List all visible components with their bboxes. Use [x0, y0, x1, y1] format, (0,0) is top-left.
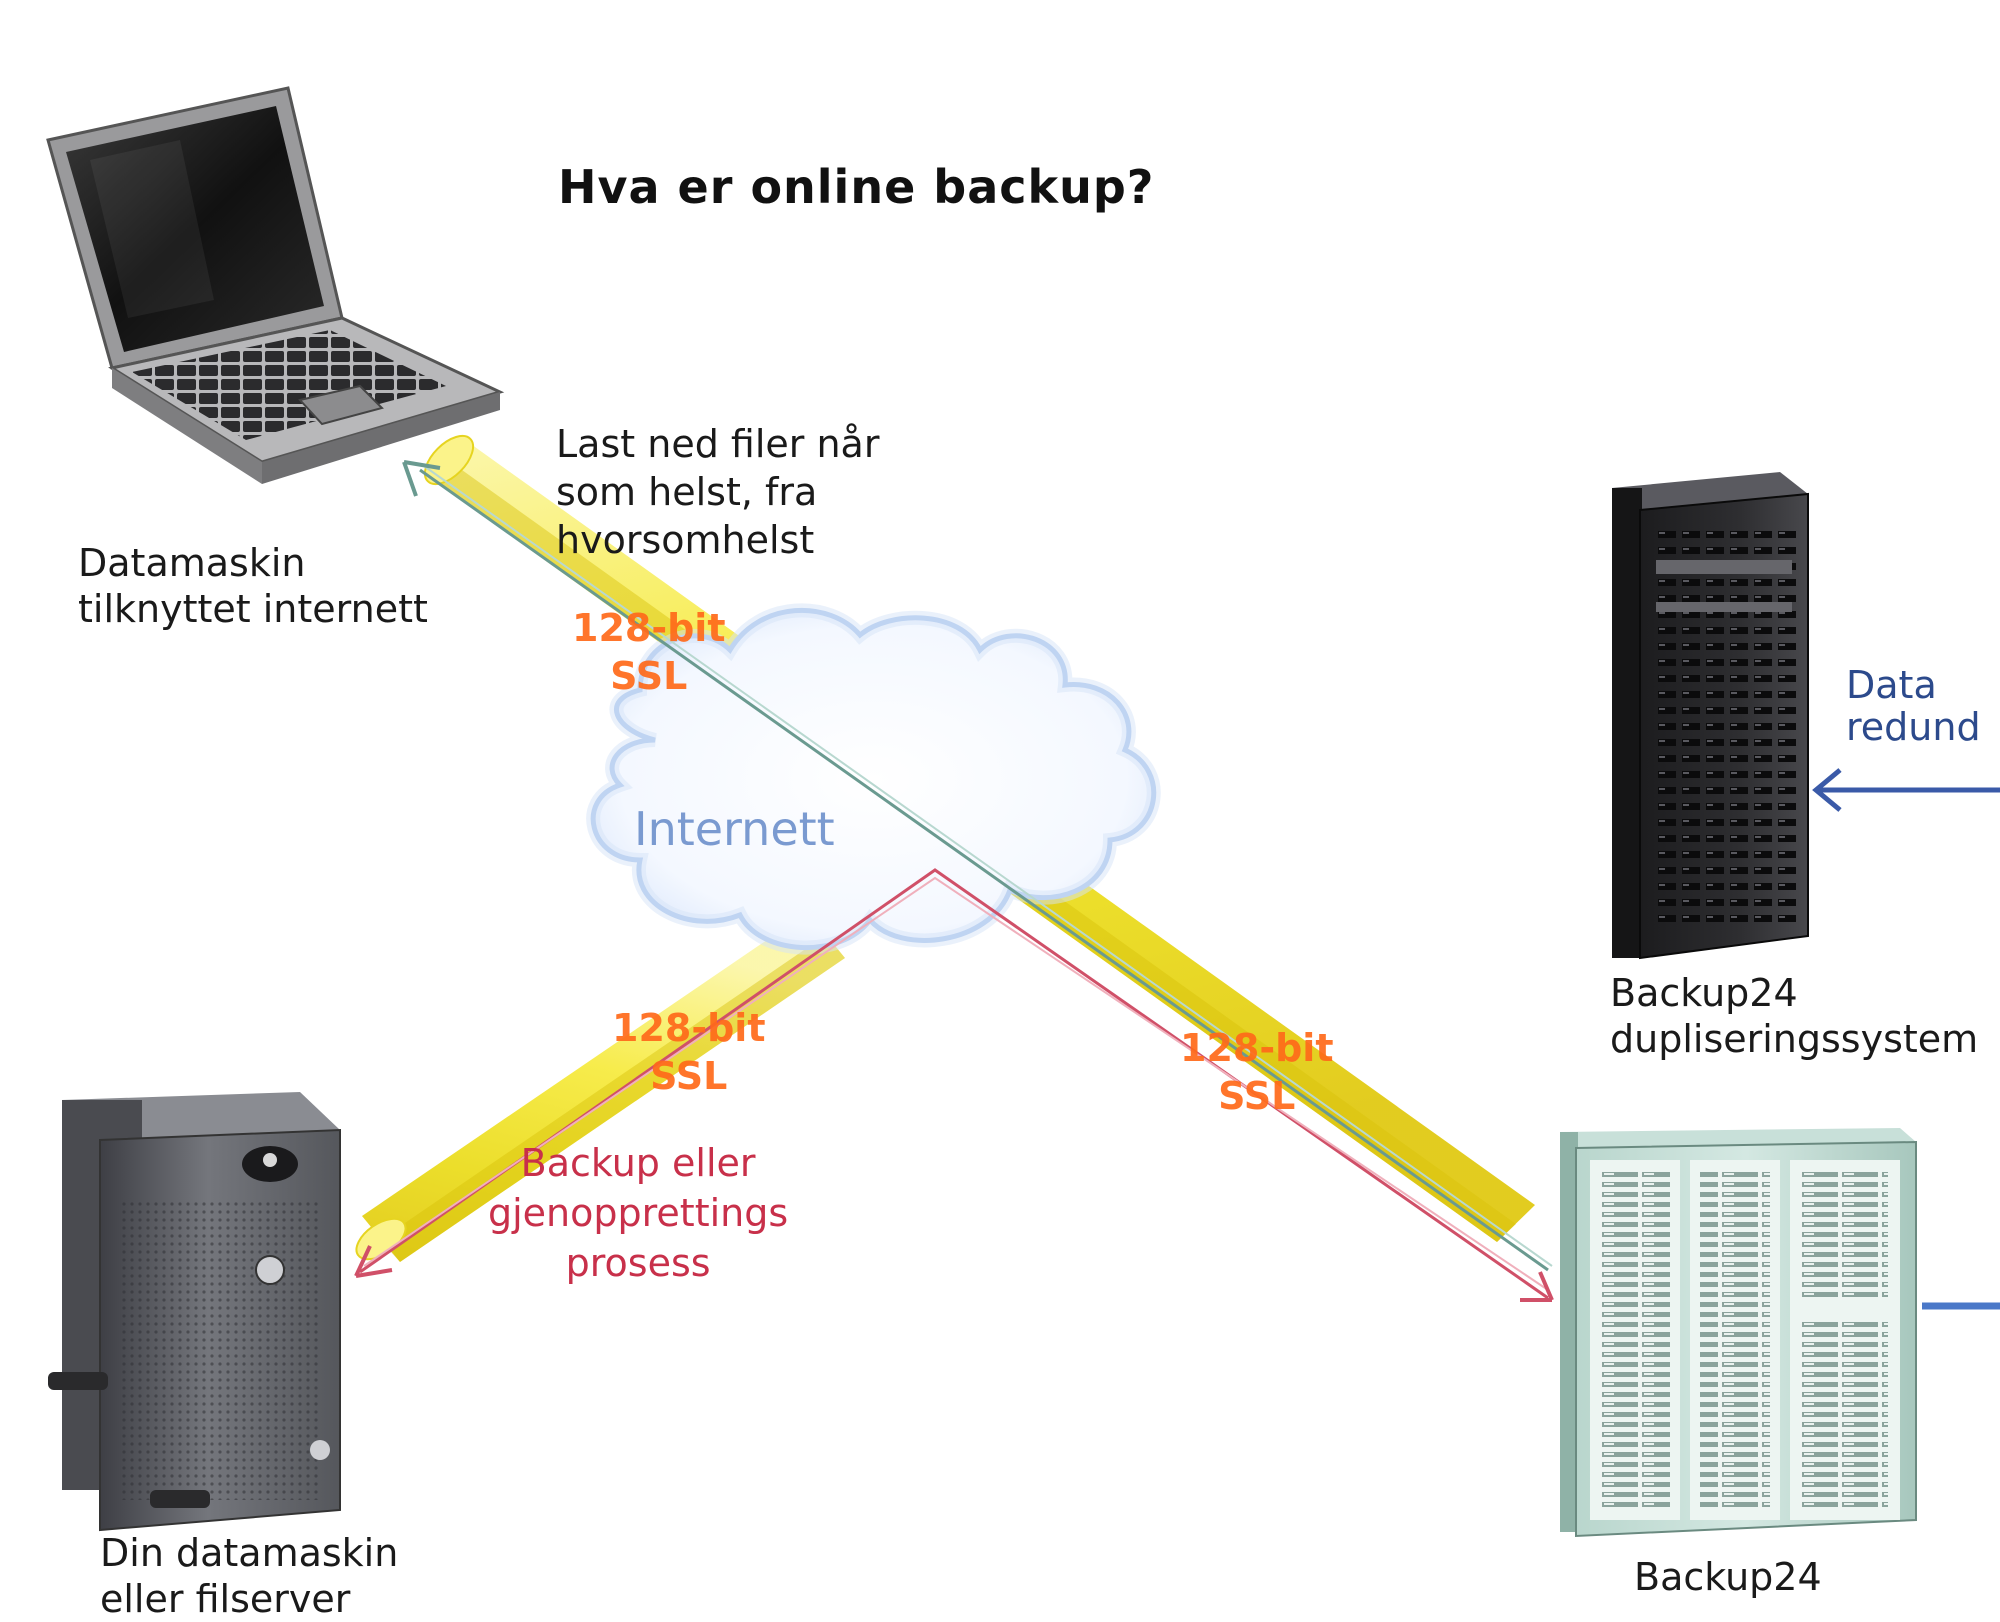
process-line [359, 868, 1549, 1300]
download-annotation-line3: hvorsomhelst [556, 518, 815, 562]
download-annotation: Last ned filer når som helst, fra hvorso… [556, 420, 879, 564]
ssl-badge-right-line2: SSL [1218, 1074, 1296, 1118]
redundancy-annotation: Data redund [1846, 664, 1981, 748]
ssl-badge-top-line2: SSL [610, 654, 688, 698]
internet-cloud [586, 603, 1161, 955]
ssl-badge-top-line1: 128-bit [572, 606, 726, 650]
file-server-icon [48, 1092, 341, 1532]
download-annotation-line2: som helst, fra [556, 470, 818, 514]
laptop-label-line2: tilknyttet internett [78, 587, 428, 631]
datacenter-racks-icon [1560, 1128, 1917, 1538]
process-annotation: Backup eller gjenopprettings prosess [488, 1138, 788, 1288]
file-server-label: Din datamaskin eller filserver [100, 1530, 398, 1622]
ssl-badge-left-line1: 128-bit [612, 1006, 766, 1050]
process-annotation-line2: gjenopprettings [488, 1191, 789, 1235]
ssl-badge-left: 128-bit SSL [612, 1004, 765, 1100]
page-title: Hva er online backup? [558, 160, 1155, 214]
redundancy-annotation-line2: redund [1846, 705, 1981, 749]
file-server-label-line2: eller filserver [100, 1577, 351, 1621]
process-annotation-line3: prosess [565, 1241, 711, 1285]
duplication-rack-icon [1612, 472, 1809, 960]
dup-system-label-line2: dupliseringssystem [1610, 1017, 1979, 1061]
laptop-label-line1: Datamaskin [78, 541, 306, 585]
process-annotation-line1: Backup eller [520, 1141, 756, 1185]
download-arrowhead-icon [402, 460, 441, 497]
redundancy-arrow [1812, 768, 2000, 812]
laptop-icon [46, 86, 505, 484]
cloud-label: Internett [634, 802, 835, 856]
download-annotation-line1: Last ned filer når [556, 422, 880, 466]
dup-system-label: Backup24 dupliseringssystem [1610, 970, 1978, 1062]
ssl-badge-left-line2: SSL [650, 1054, 728, 1098]
process-arrowhead-right-icon [1520, 1271, 1554, 1302]
redundancy-annotation-line1: Data [1846, 663, 1937, 707]
file-server-label-line1: Din datamaskin [100, 1531, 399, 1575]
datacenter-label: Backup24 [1634, 1555, 1822, 1599]
ssl-badge-right-line1: 128-bit [1180, 1026, 1334, 1070]
ssl-badge-right: 128-bit SSL [1180, 1024, 1333, 1120]
download-line [419, 465, 1553, 1272]
ssl-badge-top: 128-bit SSL [572, 604, 725, 700]
process-arrowhead-left-icon [354, 1245, 393, 1278]
laptop-label: Datamaskin tilknyttet internett [78, 540, 428, 632]
dup-system-label-line1: Backup24 [1610, 971, 1798, 1015]
